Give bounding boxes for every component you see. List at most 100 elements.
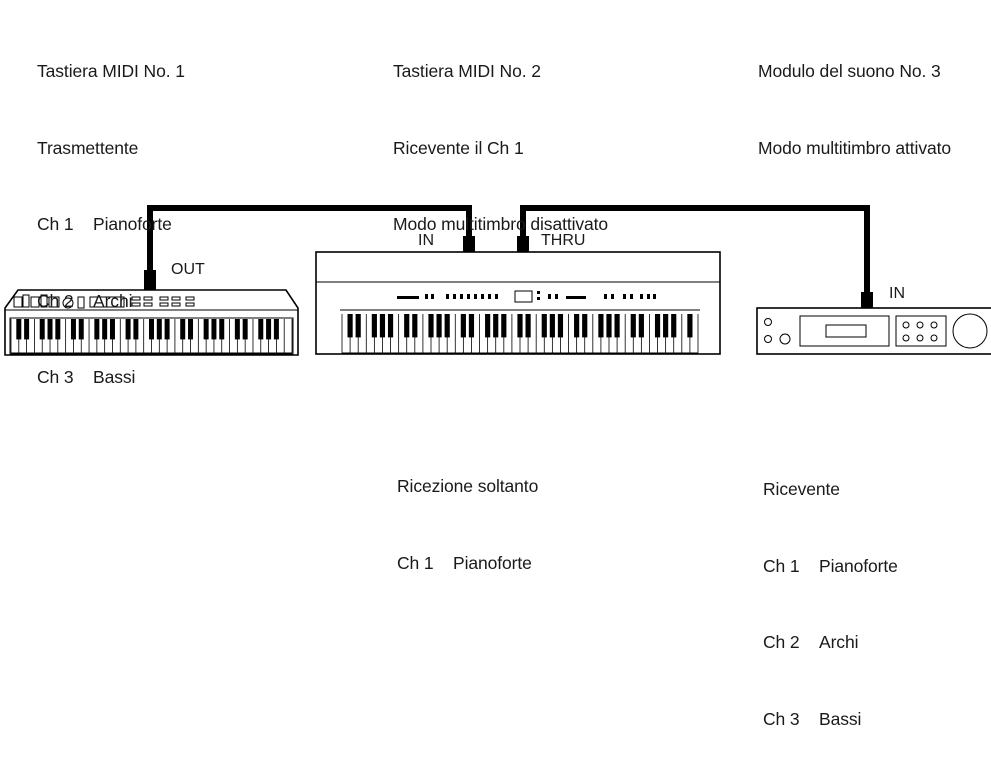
plug-in-keyboard2	[463, 236, 475, 254]
keyboard1-synth	[4, 289, 299, 356]
cable-plugs	[144, 236, 873, 310]
keyboard2-title: Tastiera MIDI No. 2	[393, 61, 541, 81]
channel-instrument: Pianoforte	[819, 555, 898, 576]
black-key	[687, 314, 693, 338]
black-key	[582, 314, 588, 338]
channel-number: Ch 3	[37, 367, 74, 387]
black-key	[70, 319, 76, 340]
channel-row: Ch 3 Bassi	[37, 365, 185, 391]
plug-in-module3	[861, 292, 873, 310]
channel-instrument: Pianoforte	[453, 552, 532, 573]
black-key	[266, 319, 272, 340]
channel-number: Ch 2	[763, 632, 800, 652]
black-key	[517, 314, 523, 338]
keyboard1-keybed	[10, 319, 293, 354]
black-key	[133, 319, 139, 340]
channel-number: Ch 1	[37, 214, 74, 234]
keyboard1-title: Tastiera MIDI No. 1	[37, 61, 185, 81]
module3-display	[799, 315, 890, 347]
keyboard1-panel	[13, 294, 195, 309]
black-key	[614, 314, 620, 338]
black-key	[493, 314, 499, 338]
black-key	[180, 319, 186, 340]
black-key	[234, 319, 240, 340]
port-in-module3-label: IN	[889, 285, 905, 302]
black-key	[485, 314, 491, 338]
black-key	[606, 314, 612, 338]
black-key	[55, 319, 61, 340]
black-key	[654, 314, 661, 338]
black-key	[219, 319, 225, 340]
black-key	[347, 314, 353, 338]
channel-instrument: Bassi	[93, 367, 136, 387]
module3-label: Modulo del suono No. 3 Modo multitimbro …	[758, 8, 951, 187]
port-in-keyboard2-label: IN	[418, 232, 434, 249]
black-key	[371, 314, 377, 338]
keyboard1-role: Trasmettente	[37, 137, 139, 158]
keyboard2-label: Tastiera MIDI No. 2 Ricevente il Ch 1 Mo…	[393, 8, 608, 263]
black-key	[39, 319, 45, 340]
black-key	[203, 319, 209, 340]
keyboard2-body	[315, 251, 721, 355]
module3-receive-heading: Ricevente	[763, 479, 840, 499]
black-key	[387, 314, 394, 338]
module3-title: Modulo del suono No. 3	[758, 61, 941, 81]
black-key	[16, 319, 22, 340]
port-out-label: OUT	[171, 261, 205, 278]
black-key	[379, 314, 386, 338]
black-key	[436, 314, 442, 338]
black-key	[638, 314, 644, 338]
plug-out	[144, 270, 156, 290]
black-key	[258, 319, 264, 340]
plug-thru-keyboard2	[517, 236, 529, 254]
keyboard2-mode: Modo multitimbro disattivato	[393, 214, 609, 234]
black-key	[273, 319, 279, 340]
black-key	[525, 314, 531, 338]
keyboard2-piano	[315, 251, 721, 355]
black-key	[460, 314, 466, 338]
black-key	[94, 319, 100, 340]
black-key	[412, 314, 418, 338]
black-key	[671, 314, 677, 338]
module3-volume-knob	[952, 313, 988, 349]
port-thru-label: THRU	[541, 232, 586, 249]
keyboard2-role: Ricevente il Ch 1	[393, 137, 524, 158]
module3-mode: Modo multitimbro attivato	[758, 137, 951, 158]
black-key	[242, 319, 248, 340]
keyboard2-receive-heading: Ricezione soltanto	[397, 476, 539, 496]
black-key	[355, 314, 361, 338]
black-key	[444, 314, 450, 338]
black-key	[102, 319, 108, 340]
channel-instrument: Archi	[93, 290, 133, 311]
black-key	[557, 314, 564, 338]
black-key	[156, 319, 162, 340]
black-key	[188, 319, 194, 340]
black-key	[574, 314, 580, 338]
module3-body	[756, 307, 991, 355]
black-key	[211, 319, 217, 340]
black-key	[47, 319, 53, 340]
cable-out-to-in	[147, 205, 472, 274]
black-key	[404, 314, 410, 338]
keyboard2-panel	[397, 290, 656, 303]
cable-thru-to-in	[520, 205, 870, 296]
black-key	[598, 314, 604, 338]
black-key	[468, 314, 475, 338]
midi-connection-diagram	[4, 205, 991, 356]
keyboard2-keybed	[341, 314, 699, 354]
black-key	[78, 319, 84, 340]
black-key	[663, 314, 669, 338]
channel-instrument: Bassi	[819, 708, 862, 729]
black-key	[125, 319, 131, 340]
black-key	[501, 314, 507, 338]
black-key	[428, 314, 434, 338]
